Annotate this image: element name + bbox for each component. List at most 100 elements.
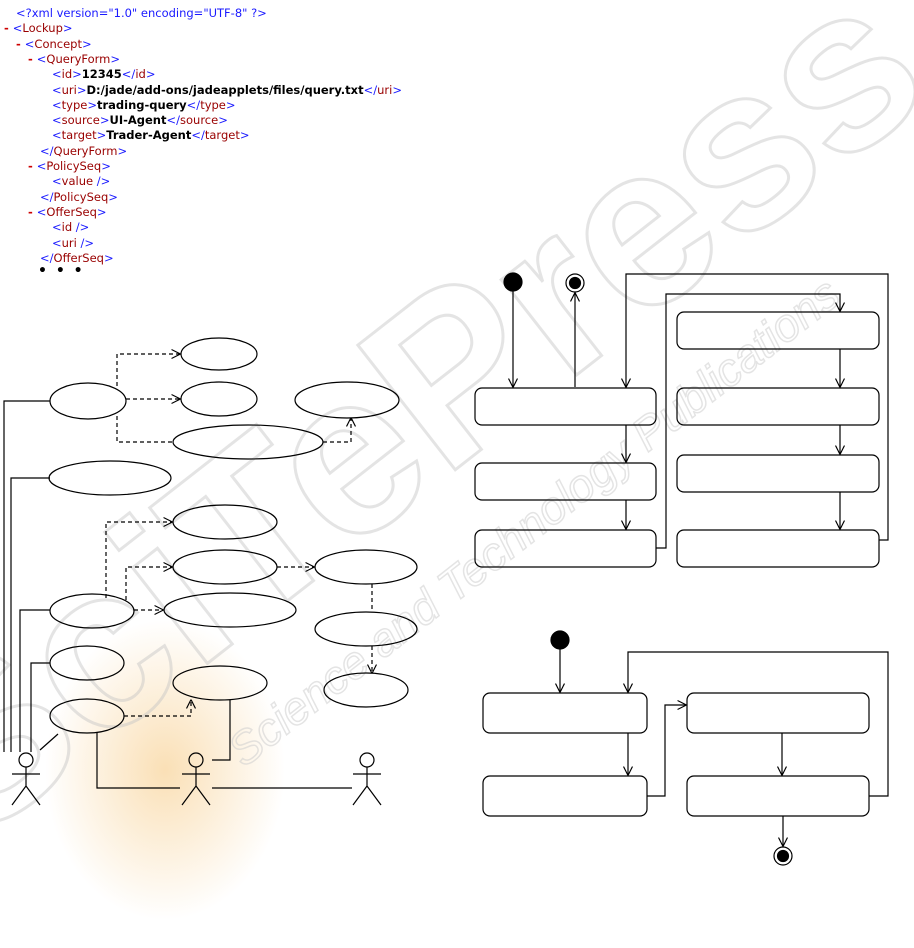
activity-box <box>474 387 657 426</box>
activity-box <box>474 529 657 568</box>
dashed-arrow <box>116 416 172 443</box>
xml-tag-name: Concept <box>34 36 82 51</box>
initial-node <box>550 630 570 650</box>
xml-tag-name: OfferSeq <box>53 250 104 265</box>
use-case-ellipse <box>180 337 258 371</box>
xml-line: - <OfferSeq> <box>28 204 107 219</box>
xml-line: - <PolicySeq> <box>28 159 111 173</box>
use-case-ellipse <box>314 611 418 647</box>
xml-ellipsis: • • • <box>38 263 85 280</box>
xml-line: <id /> <box>52 220 90 235</box>
activity-box <box>482 692 648 734</box>
use-case-ellipse <box>48 460 172 496</box>
xml-tag-name: QueryForm <box>46 51 111 66</box>
xml-line: <uri /> <box>52 235 95 250</box>
flow-arrow <box>626 273 889 541</box>
use-case-ellipse <box>49 382 127 420</box>
xml-text-value: D:/jade/add-ons/jadeapplets/files/query.… <box>86 82 364 97</box>
xml-line: <target>Trader-Agent</target> <box>52 128 250 143</box>
xml-line: <id>12345</id> <box>52 67 156 82</box>
xml-tag-name: PolicySeq <box>53 189 109 204</box>
use-case-ellipse <box>294 381 400 419</box>
xml-text-value: 12345 <box>81 67 122 82</box>
xml-tag-name: value <box>61 174 94 189</box>
association-line <box>212 700 231 761</box>
actor-figure <box>11 752 41 806</box>
use-case-ellipse <box>49 645 125 681</box>
activity-diagram-upper <box>474 272 889 568</box>
xml-tag-name: id <box>61 220 73 235</box>
use-case-ellipse <box>323 672 409 708</box>
flow-arrow <box>656 293 840 549</box>
xml-tag-name: id <box>135 67 146 82</box>
use-case-ellipse <box>314 549 418 585</box>
use-case-ellipse <box>163 592 297 628</box>
xml-line: <value /> <box>52 174 111 189</box>
initial-node <box>503 272 523 292</box>
use-case-ellipse <box>49 698 125 734</box>
use-case-ellipse <box>172 504 278 540</box>
use-case-ellipse <box>172 549 278 585</box>
flow-arrow <box>628 651 889 797</box>
xml-line: </OfferSeq> <box>40 250 114 265</box>
dashed-arrow <box>105 522 172 598</box>
association-line <box>19 609 50 752</box>
collapse-toggle[interactable]: - <box>4 21 13 36</box>
xml-line: - <Concept> <box>16 36 92 51</box>
xml-line: <source>UI-Agent</source> <box>52 113 228 128</box>
activity-box <box>676 454 880 493</box>
xml-line: </PolicySeq> <box>40 189 118 204</box>
association-line <box>10 477 50 752</box>
xml-tag-name: target <box>204 128 240 143</box>
activity-box <box>676 529 880 568</box>
actor-figure <box>181 752 211 806</box>
final-node <box>773 846 793 866</box>
activity-box <box>686 692 870 734</box>
xml-tag-name: target <box>61 128 97 143</box>
xml-tag-name: PolicySeq <box>46 159 102 173</box>
use-case-ellipse <box>172 424 324 460</box>
dashed-arrow <box>323 418 351 443</box>
activity-box <box>676 387 880 426</box>
xml-tag-name: uri <box>377 82 393 97</box>
dashed-arrow <box>116 354 180 386</box>
xml-tag-name: source <box>61 113 100 128</box>
xml-line: - <QueryForm> <box>28 51 120 66</box>
actor-figure <box>352 752 382 806</box>
collapse-toggle[interactable]: - <box>28 204 37 219</box>
association-line <box>39 733 59 751</box>
xml-line: - <Lockup> <box>4 21 73 36</box>
association-line <box>96 732 180 789</box>
xml-line: <type>trading-query</type> <box>52 97 236 112</box>
collapse-toggle[interactable]: - <box>16 36 25 51</box>
association-line <box>30 662 50 752</box>
use-case-ellipse <box>172 665 268 701</box>
activity-diagram-lower <box>482 630 889 866</box>
xml-tag-name: OfferSeq <box>46 204 97 219</box>
flow-arrow <box>647 705 686 797</box>
xml-tag-name: QueryForm <box>53 143 118 158</box>
xml-tag-name: type <box>200 97 226 112</box>
collapse-toggle[interactable]: - <box>28 51 37 66</box>
final-node <box>565 273 585 293</box>
association-line <box>3 400 50 752</box>
xml-text-value: UI-Agent <box>109 113 167 128</box>
xml-tag-name: type <box>61 97 88 112</box>
xml-text-value: Trader-Agent <box>106 128 192 143</box>
xml-declaration: <?xml version="1.0" encoding="UTF-8" ?> <box>16 6 267 20</box>
collapse-toggle[interactable]: - <box>28 159 37 173</box>
xml-tag-name: uri <box>61 82 77 97</box>
xml-line: <uri>D:/jade/add-ons/jadeapplets/files/q… <box>52 82 402 97</box>
xml-tag-name: source <box>180 113 219 128</box>
use-case-diagram <box>3 337 418 806</box>
dashed-arrow <box>124 700 191 717</box>
activity-box <box>474 462 657 501</box>
use-case-ellipse <box>49 593 135 629</box>
dashed-arrow <box>125 567 172 600</box>
xml-tag-name: Lockup <box>22 21 63 36</box>
xml-tag-name: id <box>61 67 73 82</box>
activity-box <box>676 311 880 350</box>
xml-text-value: trading-query <box>96 97 187 112</box>
use-case-ellipse <box>180 381 258 417</box>
